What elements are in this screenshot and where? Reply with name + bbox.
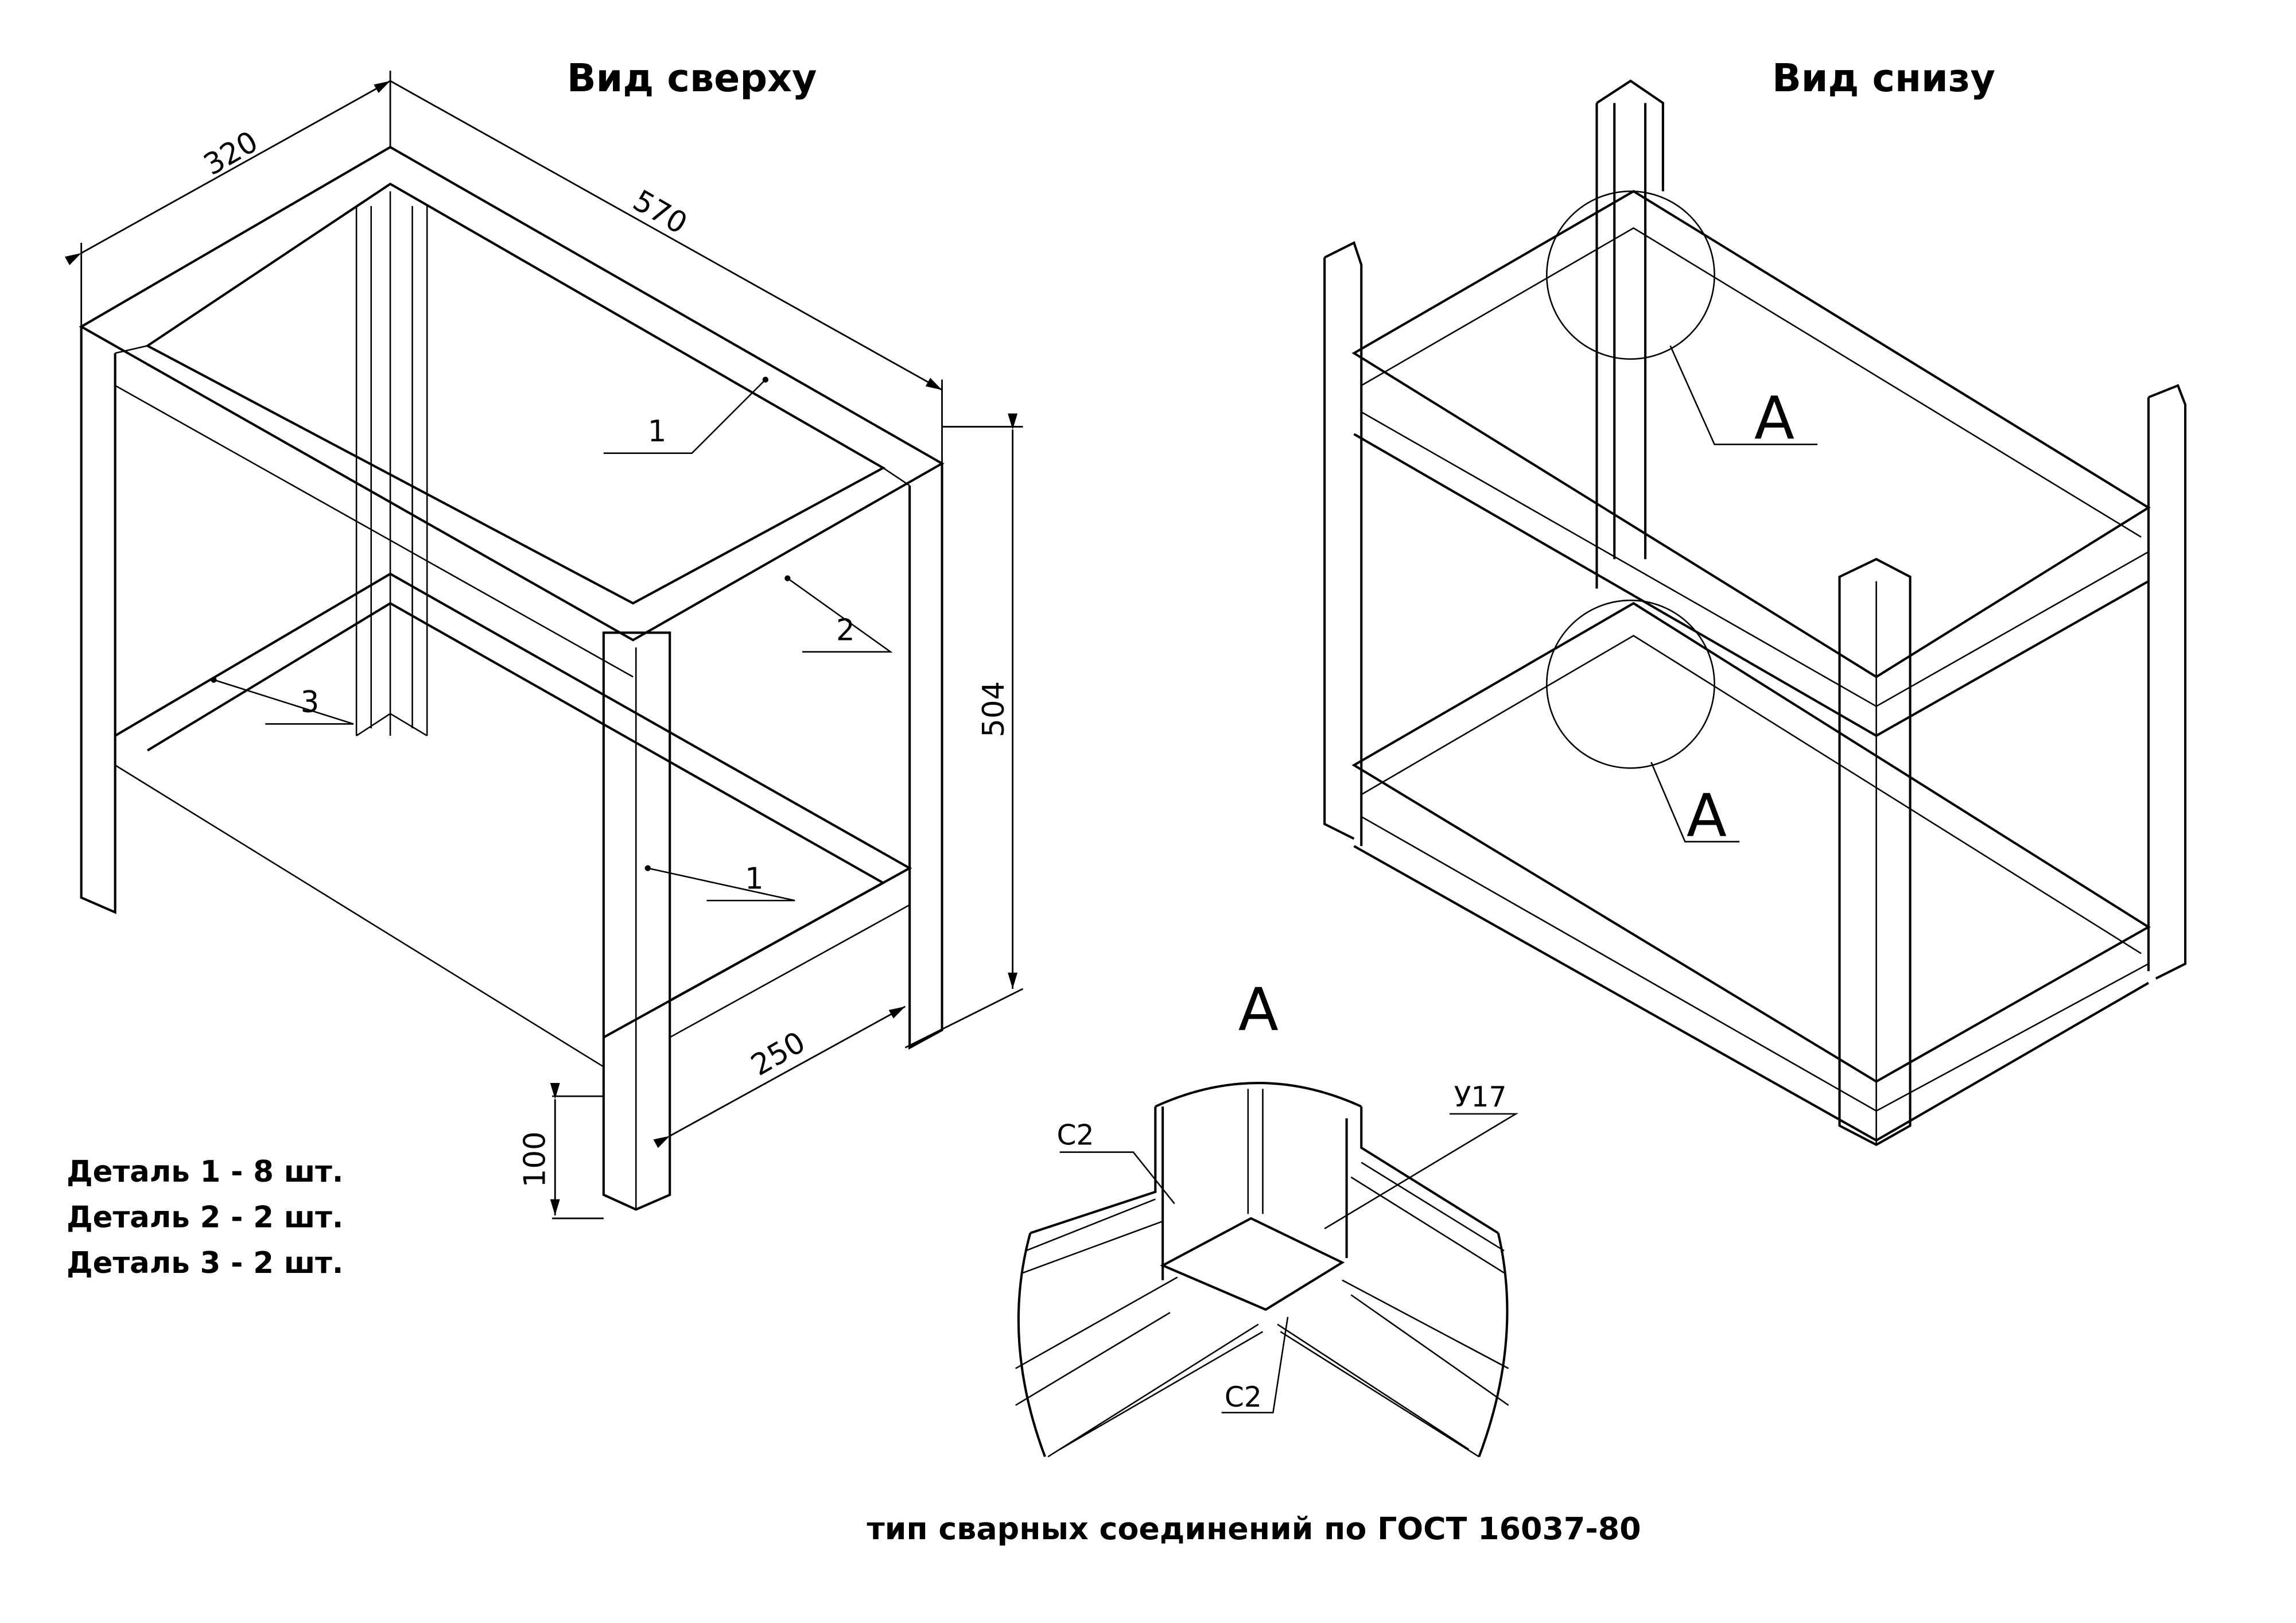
callout-part-1-top: 1 (648, 414, 667, 449)
parts-list-item-2: Деталь 2 - 2 шт. (67, 1200, 343, 1234)
callout-part-3: 3 (301, 685, 320, 720)
weld-label-c2-bottom: C2 (1225, 1381, 1262, 1414)
top-view-frame (79, 146, 945, 1211)
callout-part-2: 2 (836, 613, 855, 647)
detail-title: A (1238, 976, 1279, 1045)
weld-label-y17: У17 (1454, 1081, 1507, 1113)
section-circle-upper (1546, 191, 1715, 360)
callout-part-1-front: 1 (745, 862, 764, 896)
dimension-height: 504 (977, 681, 1011, 737)
section-mark-lower: A (1687, 782, 1727, 850)
dimension-lines (64, 71, 1024, 1220)
dimension-shelf-spacing: 250 (745, 1025, 811, 1083)
section-circle-lower (1546, 599, 1715, 769)
detail-a-weld-joint (1015, 1081, 1519, 1458)
part-callouts (211, 376, 893, 902)
bottom-view-title: Вид снизу (1772, 56, 1995, 100)
dimension-width: 320 (198, 125, 264, 183)
section-mark-upper: A (1754, 385, 1794, 453)
bottom-view-frame (1323, 79, 2187, 1147)
caption: тип сварных соединений по ГОСТ 16037-80 (867, 1511, 1641, 1547)
top-view-title: Вид сверху (567, 56, 817, 100)
dimension-leg-clearance: 100 (518, 1131, 552, 1187)
weld-label-c2-top: C2 (1057, 1120, 1094, 1152)
parts-list-item-1: Деталь 1 - 8 шт. (67, 1155, 343, 1189)
parts-list-item-3: Деталь 3 - 2 шт. (67, 1246, 343, 1280)
